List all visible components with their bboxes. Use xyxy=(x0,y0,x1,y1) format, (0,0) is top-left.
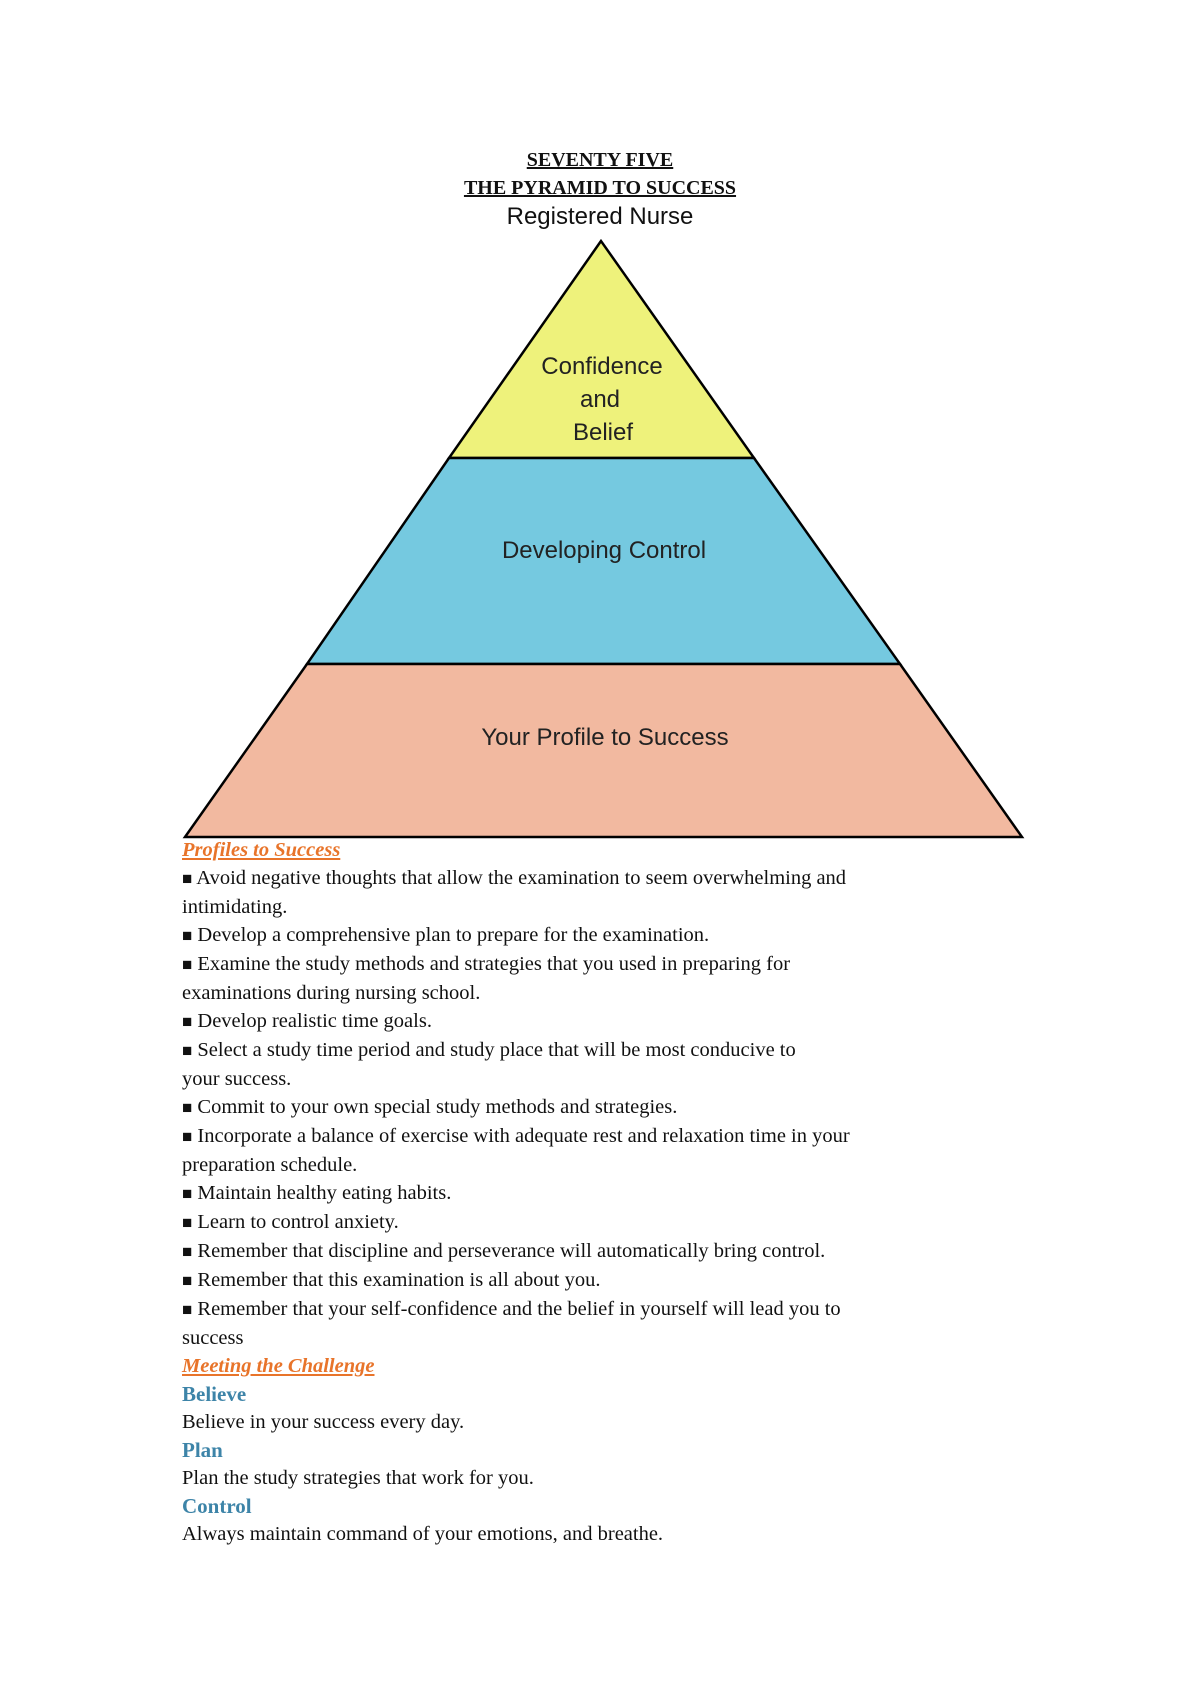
bullet-line: ■ Develop realistic time goals. xyxy=(182,1007,1002,1036)
bullet-line: examinations during nursing school. xyxy=(182,979,1002,1007)
title-pyramid-to-success: THE PYRAMID TO SUCCESS xyxy=(463,177,737,199)
bullet-line: ■ Select a study time period and study p… xyxy=(182,1036,1002,1065)
profiles-list: ■ Avoid negative thoughts that allow the… xyxy=(182,864,1002,1352)
profile-bullet-item: ■ Remember that discipline and persevera… xyxy=(182,1237,1002,1266)
profile-bullet-item: ■ Maintain healthy eating habits. xyxy=(182,1179,1002,1208)
bullet-square-icon: ■ xyxy=(182,1242,193,1261)
control-text: Always maintain command of your emotions… xyxy=(182,1523,664,1545)
bullet-text: success xyxy=(182,1327,244,1349)
bullet-text: Select a study time period and study pla… xyxy=(197,1039,796,1061)
pyramid-middle-label: Developing Control xyxy=(502,537,706,564)
bullet-text: your success. xyxy=(182,1068,292,1090)
bullet-line: ■ Examine the study methods and strategi… xyxy=(182,950,1002,979)
profile-bullet-item: ■ Incorporate a balance of exercise with… xyxy=(182,1122,1002,1179)
profile-bullet-item: ■ Examine the study methods and strategi… xyxy=(182,950,1002,1007)
bullet-text: Avoid negative thoughts that allow the e… xyxy=(196,867,847,889)
profile-bullet-item: ■ Learn to control anxiety. xyxy=(182,1208,1002,1237)
bullet-text: Remember that this examination is all ab… xyxy=(197,1269,601,1291)
bullet-square-icon: ■ xyxy=(182,955,193,974)
bullet-square-icon: ■ xyxy=(182,1271,193,1290)
bullet-text: intimidating. xyxy=(182,896,288,918)
bullet-line: ■ Maintain healthy eating habits. xyxy=(182,1179,1002,1208)
bullet-line: ■ Develop a comprehensive plan to prepar… xyxy=(182,921,1002,950)
bullet-text: Remember that your self-confidence and t… xyxy=(197,1298,841,1320)
bullet-text: Incorporate a balance of exercise with a… xyxy=(197,1125,850,1147)
pyramid-bottom-tier xyxy=(182,662,1025,839)
control-heading: Control xyxy=(182,1494,252,1518)
bullet-line: your success. xyxy=(182,1065,1002,1093)
pyramid-top-label-1: Confidence xyxy=(541,353,662,380)
bullet-line: ■ Avoid negative thoughts that allow the… xyxy=(182,864,1002,893)
bullet-square-icon: ■ xyxy=(182,926,193,945)
profile-bullet-item: ■ Develop realistic time goals. xyxy=(182,1007,1002,1036)
bullet-line: ■ Remember that this examination is all … xyxy=(182,1266,1002,1295)
believe-heading: Believe xyxy=(182,1382,247,1406)
bullet-line: ■ Remember that discipline and persevera… xyxy=(182,1237,1002,1266)
pyramid-diagram: Confidence and Belief Developing Control… xyxy=(182,238,1025,839)
plan-heading: Plan xyxy=(182,1438,223,1462)
profile-bullet-item: ■ Remember that your self-confidence and… xyxy=(182,1295,1002,1352)
bullet-text: Develop a comprehensive plan to prepare … xyxy=(197,924,710,946)
believe-text: Believe in your success every day. xyxy=(182,1411,465,1433)
title-seventy-five: SEVENTY FIVE xyxy=(526,149,674,171)
bullet-square-icon: ■ xyxy=(182,1184,193,1203)
pyramid-bottom-label: Your Profile to Success xyxy=(481,724,728,751)
bullet-square-icon: ■ xyxy=(182,1012,193,1031)
document-body: Profiles to Success ■ Avoid negative tho… xyxy=(182,836,1002,1548)
profile-bullet-item: ■ Commit to your own special study metho… xyxy=(182,1093,1002,1122)
profile-bullet-item: ■ Develop a comprehensive plan to prepar… xyxy=(182,921,1002,950)
bullet-square-icon: ■ xyxy=(182,1098,193,1117)
plan-text: Plan the study strategies that work for … xyxy=(182,1467,534,1489)
challenge-heading: Meeting the Challenge xyxy=(182,1355,375,1377)
profile-bullet-item: ■ Select a study time period and study p… xyxy=(182,1036,1002,1093)
bullet-square-icon: ■ xyxy=(182,1213,193,1232)
bullet-square-icon: ■ xyxy=(182,869,193,888)
bullet-line: ■ Incorporate a balance of exercise with… xyxy=(182,1122,1002,1151)
bullet-square-icon: ■ xyxy=(182,1300,193,1319)
bullet-text: Learn to control anxiety. xyxy=(197,1211,399,1233)
bullet-text: preparation schedule. xyxy=(182,1154,358,1176)
profile-bullet-item: ■ Remember that this examination is all … xyxy=(182,1266,1002,1295)
profile-bullet-item: ■ Avoid negative thoughts that allow the… xyxy=(182,864,1002,921)
bullet-square-icon: ■ xyxy=(182,1041,193,1060)
pyramid-top-label-2: and xyxy=(580,386,620,413)
bullet-line: preparation schedule. xyxy=(182,1151,1002,1179)
bullet-text: Examine the study methods and strategies… xyxy=(197,953,791,975)
document-header: SEVENTY FIVE THE PYRAMID TO SUCCESS Regi… xyxy=(0,146,1200,232)
bullet-text: examinations during nursing school. xyxy=(182,982,481,1004)
profiles-heading: Profiles to Success xyxy=(182,839,341,861)
subtitle-registered-nurse: Registered Nurse xyxy=(506,203,694,230)
pyramid-top-label-3: Belief xyxy=(573,419,633,446)
bullet-line: success xyxy=(182,1324,1002,1352)
bullet-square-icon: ■ xyxy=(182,1127,193,1146)
bullet-line: ■ Commit to your own special study metho… xyxy=(182,1093,1002,1122)
bullet-text: Commit to your own special study methods… xyxy=(197,1096,678,1118)
bullet-line: intimidating. xyxy=(182,893,1002,921)
bullet-text: Develop realistic time goals. xyxy=(197,1010,432,1032)
bullet-text: Maintain healthy eating habits. xyxy=(197,1182,452,1204)
bullet-line: ■ Learn to control anxiety. xyxy=(182,1208,1002,1237)
bullet-text: Remember that discipline and perseveranc… xyxy=(197,1240,826,1262)
bullet-line: ■ Remember that your self-confidence and… xyxy=(182,1295,1002,1324)
